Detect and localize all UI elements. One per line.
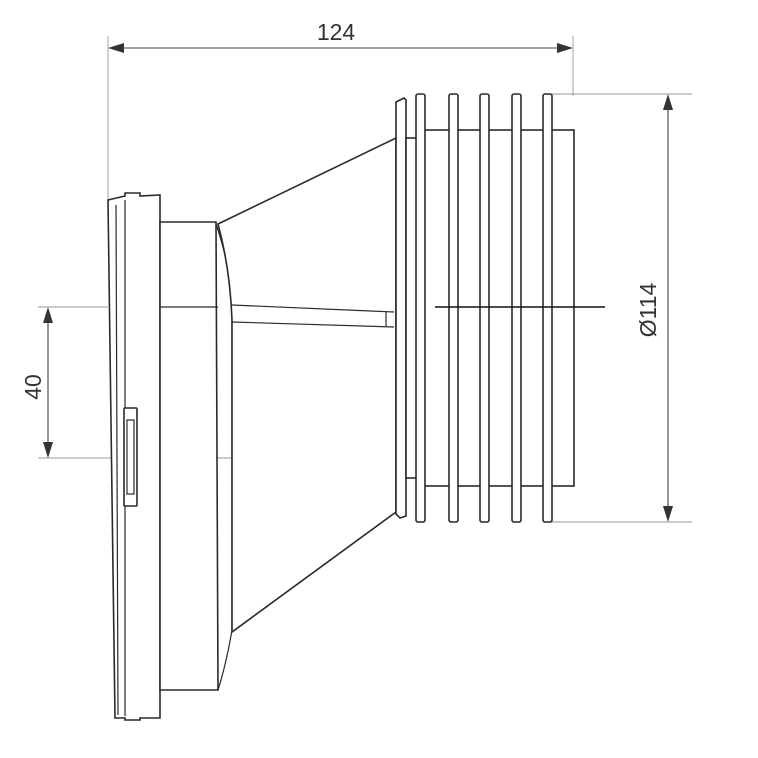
dimension-overall-length: 124 (108, 19, 573, 53)
overall-length-label: 124 (317, 19, 356, 45)
fin-5 (542, 93, 553, 523)
base-flange (107, 192, 161, 721)
fin-2 (448, 93, 459, 523)
offset-label: 40 (20, 374, 46, 400)
eccentric-cone (217, 136, 397, 634)
outer-diameter-label: Ø114 (635, 283, 661, 338)
collar (159, 221, 233, 691)
dimension-offset: 40 (20, 307, 53, 458)
fin-4 (511, 93, 522, 523)
fin-1 (415, 93, 426, 523)
fin-3 (479, 93, 490, 523)
flange-slot (123, 407, 138, 507)
dimension-outer-diameter: Ø114 (635, 94, 673, 522)
finned-sleeve (395, 93, 575, 523)
